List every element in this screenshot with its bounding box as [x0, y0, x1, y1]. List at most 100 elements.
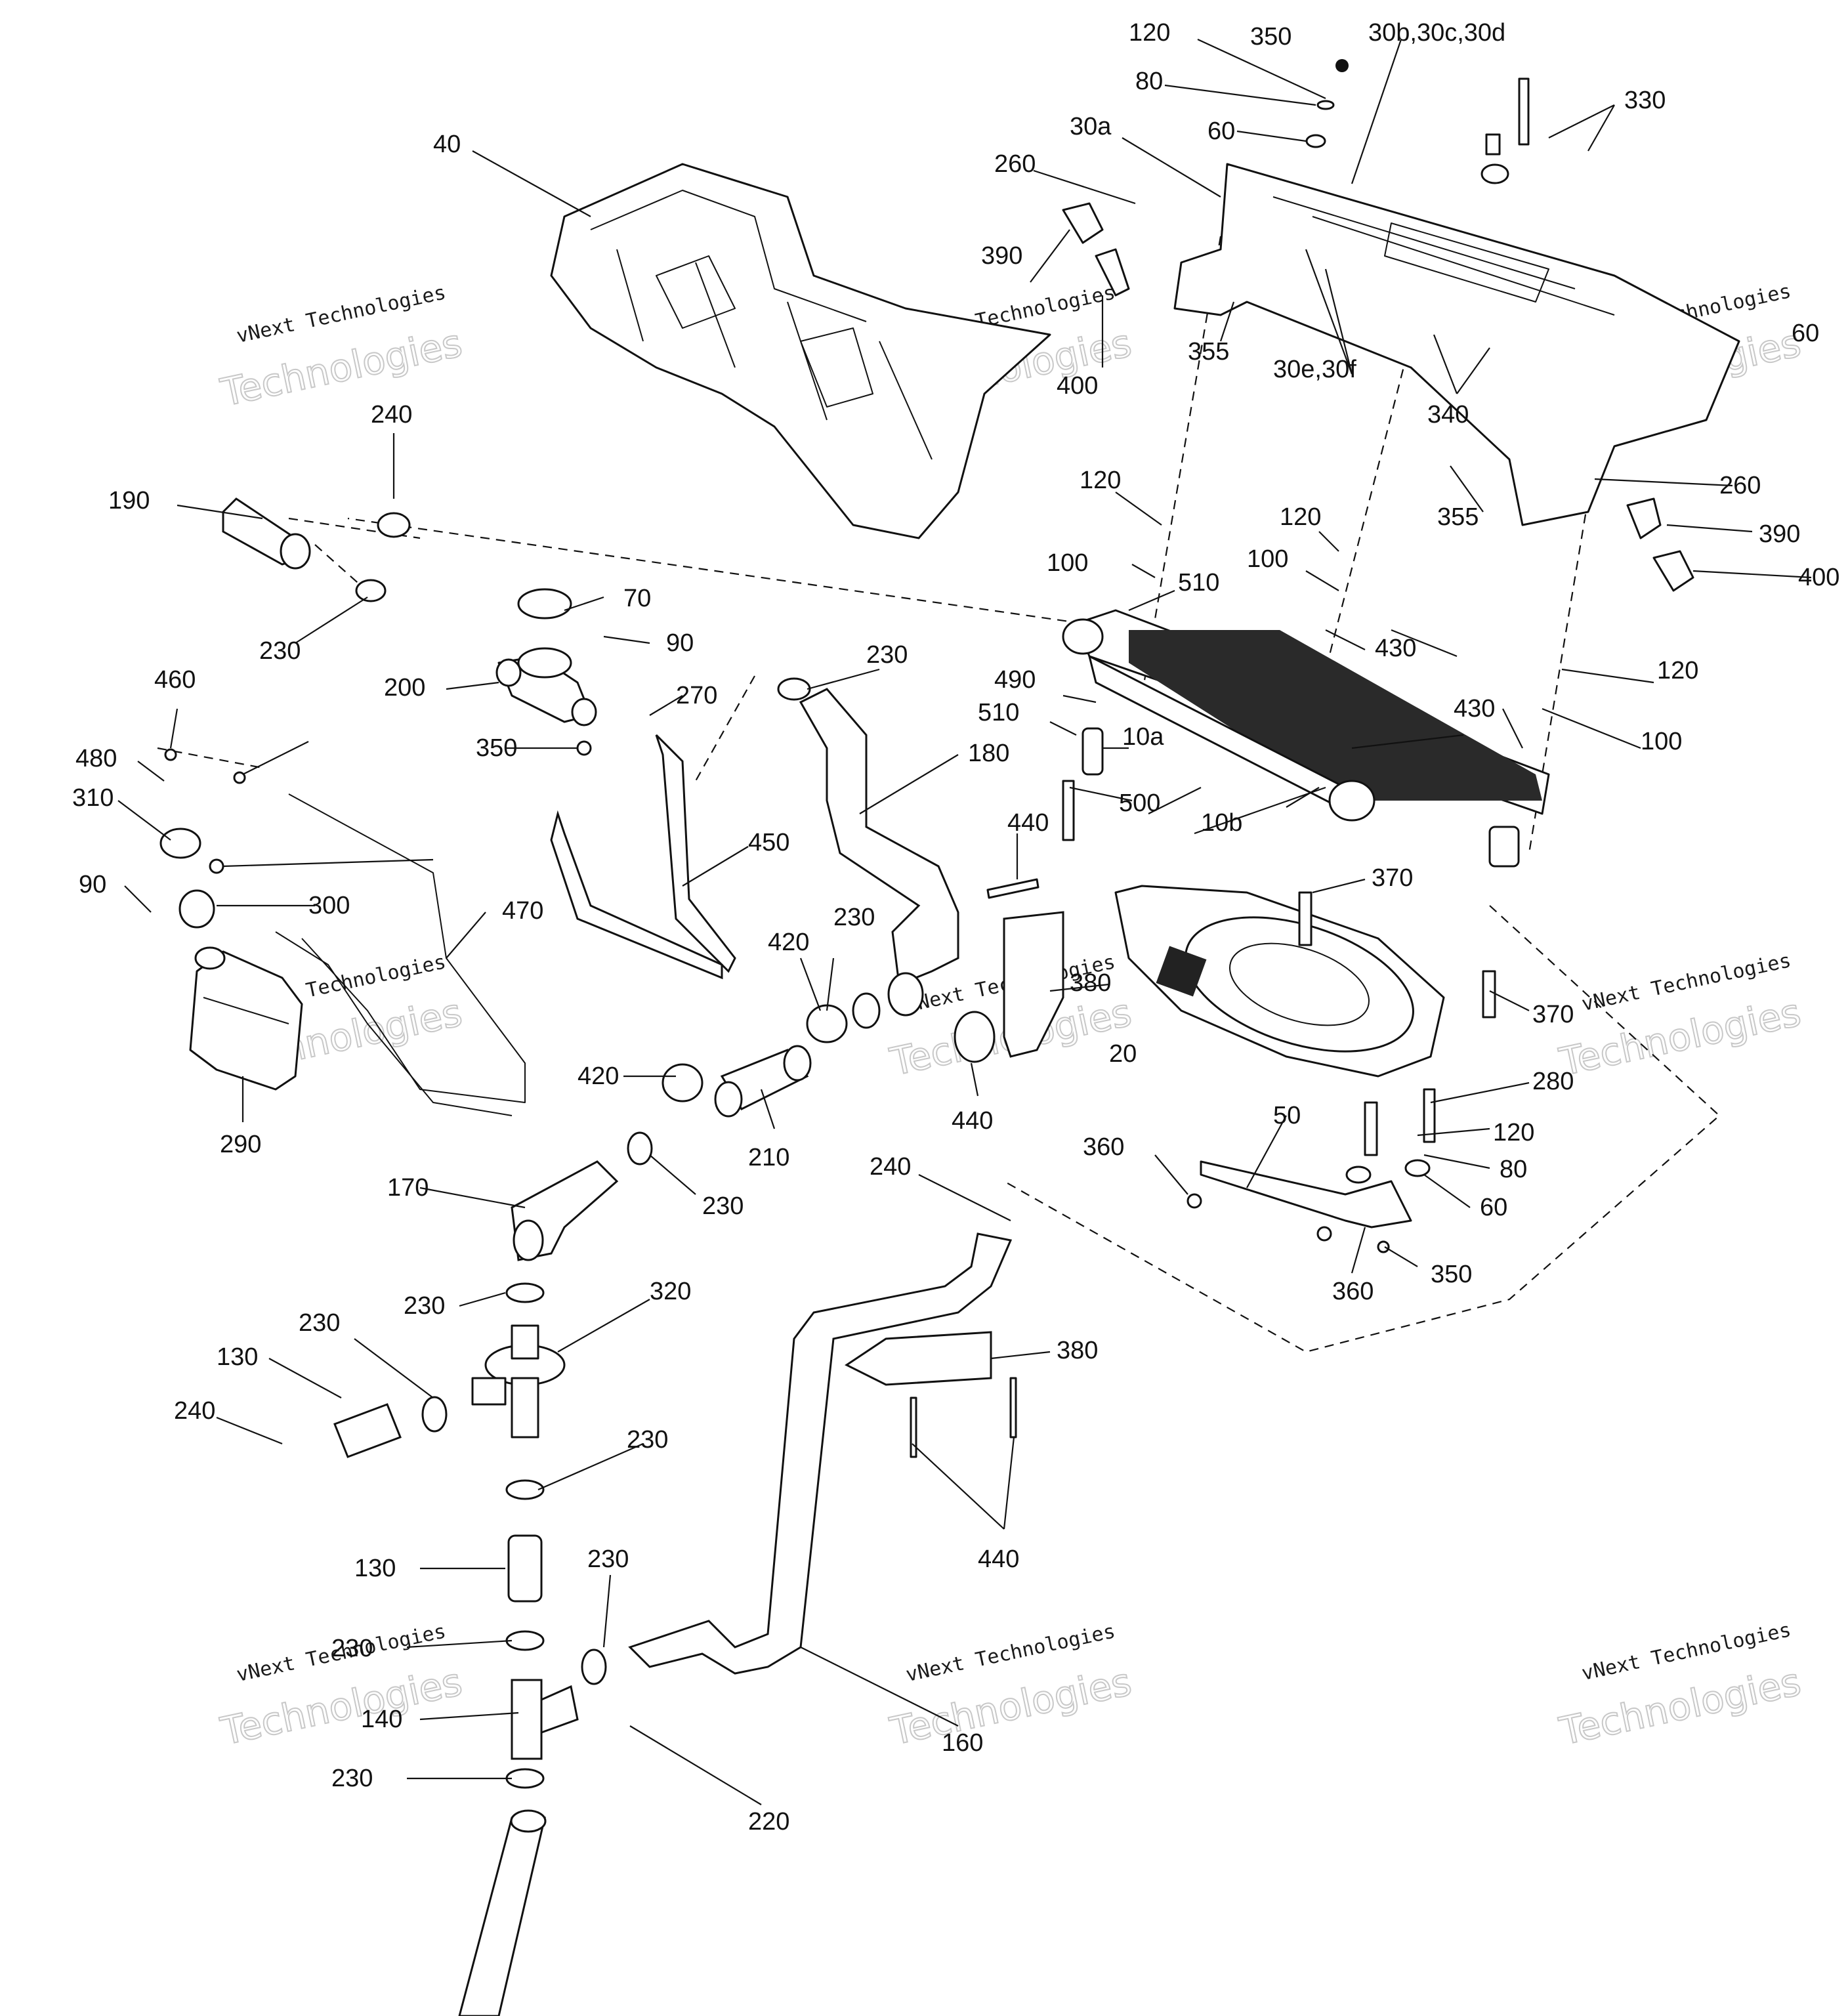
elbow-hose-part	[511, 1160, 619, 1261]
callout-label: 230	[259, 637, 301, 665]
callout-label: 100	[1641, 728, 1682, 755]
callout-label: 80	[1135, 68, 1163, 95]
callout-label: 450	[748, 829, 789, 856]
callout-label: 355	[1188, 338, 1229, 366]
callout-label: 70	[623, 585, 651, 612]
callout-label: 290	[220, 1131, 261, 1158]
callout-label: 220	[748, 1808, 789, 1836]
callout-label: 80	[1500, 1156, 1527, 1183]
hose-part	[222, 497, 311, 570]
callout-label: 310	[72, 784, 114, 812]
callout-label: 330	[1624, 87, 1666, 114]
callout-label: 60	[1208, 117, 1235, 145]
callout-label: 90	[666, 629, 694, 657]
callout-label: 160	[942, 1729, 983, 1757]
callout-label: 420	[578, 1062, 619, 1090]
callout-label: 230	[404, 1292, 445, 1320]
callout-label: 230	[702, 1192, 744, 1220]
callout-label: 380	[1057, 1337, 1098, 1364]
callout-label: 420	[768, 929, 809, 956]
valve-part	[471, 1324, 566, 1438]
watermark: Technologies vNext Technologies	[1555, 949, 1805, 1085]
callout-label: 210	[748, 1144, 789, 1171]
callout-label: 120	[1080, 467, 1121, 494]
sleeve-part	[845, 1331, 992, 1386]
callout-label: 370	[1372, 864, 1413, 892]
radiator-part	[1062, 609, 1550, 868]
callout-label: 270	[676, 682, 717, 709]
callout-label: 370	[1532, 1001, 1574, 1028]
callout-label: 340	[1427, 401, 1469, 429]
callout-label: 180	[968, 740, 1009, 767]
connector-part	[1062, 202, 1694, 592]
callout-labels: 120 350 30b,30c,30d 80 330 60 30a 260 39…	[72, 19, 1839, 1836]
callout-label: 360	[1332, 1278, 1374, 1305]
callout-label: 30e,30f	[1273, 356, 1356, 383]
callout-label: 440	[1007, 809, 1049, 837]
callout-label: 400	[1798, 564, 1839, 591]
front-cover-part	[550, 163, 1051, 539]
watermark: Technologies vNext Technologies	[885, 1620, 1136, 1754]
reservoir-cap-part	[159, 828, 215, 929]
callout-label: 230	[627, 1426, 668, 1454]
callout-label: 230	[331, 1635, 373, 1662]
callout-label: 390	[1759, 520, 1800, 548]
callout-label: 360	[1083, 1133, 1124, 1161]
callout-label: 510	[1178, 569, 1219, 597]
callout-label: 40	[433, 131, 461, 158]
callout-label: 200	[384, 674, 425, 702]
watermark: Technologies vNext Technologies	[1555, 1618, 1805, 1754]
callout-label: 350	[1431, 1261, 1472, 1288]
callout-label: 230	[331, 1765, 373, 1792]
callout-label: 230	[866, 641, 908, 669]
callout-label: 490	[994, 666, 1036, 694]
callout-label: 30b,30c,30d	[1368, 19, 1505, 47]
reservoir-part	[189, 946, 303, 1091]
callout-label: 120	[1657, 657, 1698, 684]
callout-label: 240	[371, 401, 412, 429]
callout-label: 100	[1247, 545, 1288, 573]
pipe-part	[714, 1045, 812, 1118]
callout-label: 260	[1719, 472, 1761, 499]
tee-fitting-part	[511, 1679, 579, 1760]
long-hose-part	[628, 1232, 1013, 1675]
callout-label: 320	[650, 1278, 691, 1305]
callout-label: 130	[217, 1343, 258, 1371]
callout-label: 10b	[1201, 809, 1242, 837]
fan-shroud-part	[1114, 885, 1445, 1078]
leader-lines	[117, 39, 1812, 1805]
callout-label: 380	[1070, 969, 1111, 997]
callout-label: 120	[1493, 1119, 1534, 1146]
callout-label: 260	[994, 150, 1036, 178]
callout-label: 190	[108, 487, 150, 514]
lower-bracket-part	[1200, 1160, 1412, 1228]
hose-part	[1003, 911, 1064, 1058]
callout-label: 440	[952, 1107, 993, 1135]
callout-label: 430	[1375, 635, 1416, 662]
callout-label: 50	[1273, 1102, 1301, 1129]
watermark: Technologies vNext Technologies	[216, 281, 467, 415]
callout-label: 60	[1480, 1194, 1507, 1221]
callout-label: 230	[833, 904, 875, 931]
callout-label: 140	[361, 1706, 402, 1733]
callout-label: 460	[154, 666, 196, 694]
callout-label: 30a	[1070, 113, 1112, 140]
callout-label: 500	[1119, 789, 1160, 817]
callout-label: 230	[299, 1309, 340, 1337]
callout-label: 170	[387, 1174, 429, 1202]
callout-label: 470	[502, 897, 543, 925]
callout-label: 230	[587, 1545, 629, 1573]
thermostat-housing-part	[495, 588, 597, 726]
callout-label: 355	[1437, 503, 1479, 531]
callout-label: 100	[1047, 549, 1088, 577]
callout-label: 90	[79, 871, 106, 898]
hose-part	[799, 688, 959, 1017]
callout-label: 440	[978, 1545, 1019, 1573]
callout-label: 510	[978, 699, 1019, 726]
clamp-part	[355, 512, 996, 1789]
small-lines-part	[275, 734, 736, 1116]
callout-label: 20	[1109, 1040, 1137, 1068]
callout-label: 10a	[1122, 723, 1164, 751]
callout-label: 300	[308, 892, 350, 919]
